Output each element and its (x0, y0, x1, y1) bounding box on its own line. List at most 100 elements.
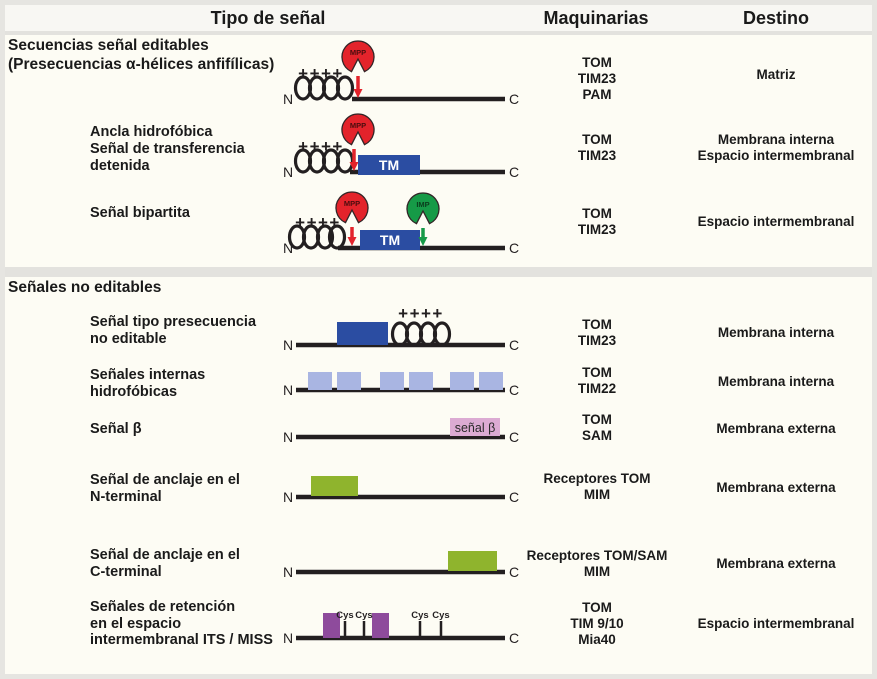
imp-peptidase-icon: IMP (406, 192, 440, 225)
destination-line: Membrana externa (716, 556, 836, 571)
n-terminus: N (283, 240, 293, 256)
n-terminus: N (283, 630, 293, 646)
machinery-row9: TOM TIM 9/10 Mia40 (497, 600, 697, 648)
cleavage-arrow-green (418, 228, 428, 246)
label-line: Señal de transferencia (90, 141, 245, 157)
label-line: Ancla hidrofóbica (90, 124, 213, 140)
destination-row7: Membrana externa (666, 480, 877, 496)
machinery-line: MIM (583, 487, 611, 502)
machinery-row1: TOM TIM23 PAM (497, 55, 697, 103)
machinery-line: TOM (582, 55, 612, 70)
machinery-line: MIM (583, 564, 611, 579)
destination-line: Membrana interna (717, 374, 835, 389)
mpp-label: MPP (350, 48, 366, 57)
destination-row1: Matriz (666, 67, 877, 83)
machinery-line: TOM (582, 317, 612, 332)
diagram-presequence: ++++ MPP N C (283, 40, 519, 107)
tm-segment-box (358, 155, 420, 175)
machinery-line: TIM23 (577, 333, 617, 348)
destination-row5: Membrana interna (666, 374, 877, 390)
destination-line: Espacio intermembranal (697, 214, 855, 229)
column-header-maquinarias: Maquinarias (543, 8, 649, 28)
header-band (5, 5, 872, 35)
destination-line: Espacio intermembranal (697, 148, 855, 163)
destination-row4: Membrana interna (666, 325, 877, 341)
destination-line: Membrana externa (716, 421, 836, 436)
row-label-presequence-like: Señal tipo presecuencia no editable (90, 314, 256, 348)
machinery-line: Receptores TOM (543, 471, 651, 486)
row-label-ims-retention: Señales de retención en el espacio inter… (90, 599, 273, 649)
diagram-ims-retention: Cys Cys Cys Cys N C (283, 610, 519, 646)
label-line: C-terminal (90, 564, 162, 580)
diagram-stop-transfer: ++++ MPP TM N C (283, 113, 519, 180)
label-line: Señal bipartita (90, 205, 190, 221)
mpp-protease-icon: MPP (335, 191, 369, 224)
section-divider (5, 267, 872, 277)
label-line: intermembranal ITS / MISS (90, 632, 273, 648)
alpha-helix-coil (287, 224, 347, 250)
cleavage-arrow-red (347, 227, 357, 246)
machinery-line: TIM23 (577, 71, 617, 86)
machinery-line: SAM (582, 428, 612, 443)
c-terminus: C (509, 489, 519, 505)
machinery-line: TOM (582, 132, 612, 147)
column-header-destino: Destino (742, 8, 810, 28)
beta-signal-box (450, 418, 500, 436)
c-terminus: C (509, 630, 519, 646)
machinery-line: TOM (582, 365, 612, 380)
machinery-line: PAM (582, 87, 612, 102)
machinery-line: Receptores TOM/SAM (526, 548, 668, 563)
destination-row6: Membrana externa (666, 421, 877, 437)
imp-label: IMP (416, 200, 429, 209)
row-label-bipartite: Señal bipartita (90, 205, 190, 222)
label-line: Señales internas (90, 367, 206, 383)
machinery-line: TIM23 (577, 222, 617, 237)
machinery-row3: TOM TIM23 (497, 206, 697, 238)
section-title-editable: Secuencias señal editables (Presecuencia… (8, 36, 274, 74)
c-terminus: C (509, 337, 519, 353)
destination-row9: Espacio intermembranal (666, 616, 877, 632)
row-label-beta-signal: Señal β (90, 421, 142, 438)
diagram-noncleavable-presequence: ++++ N C (283, 304, 519, 353)
retention-segment-box (372, 613, 389, 638)
positive-charges: ++++ (398, 304, 444, 323)
machinery-line: TIM23 (577, 148, 617, 163)
label-line: Señales de retención (90, 599, 236, 615)
c-terminus: C (509, 382, 519, 398)
section-title-non-editable: Señales no editables (8, 278, 161, 297)
mpp-protease-icon: MPP (341, 40, 375, 73)
hydrophobic-segment-box (337, 322, 388, 345)
beta-signal-label: señal β (455, 421, 496, 435)
machinery-row8: Receptores TOM/SAM MIM (497, 548, 697, 580)
diagram-bipartite: ++++ MPP TM IMP N C (283, 191, 519, 256)
machinery-row2: TOM TIM23 (497, 132, 697, 164)
n-terminus: N (283, 382, 293, 398)
machinery-line: Mia40 (578, 632, 616, 647)
c-terminus: C (509, 91, 519, 107)
row-label-c-anchor: Señal de anclaje en el C-terminal (90, 547, 240, 581)
alpha-helix-coil (390, 321, 452, 347)
cleavage-arrow-red (349, 149, 359, 171)
destination-row2: Membrana interna Espacio intermembranal (666, 132, 877, 164)
machinery-line: TOM (582, 600, 612, 615)
destination-line: Membrana externa (716, 480, 836, 495)
machinery-row4: TOM TIM23 (497, 317, 697, 349)
diagram-n-terminal-anchor: N C (283, 476, 519, 505)
cleavage-arrow-red (353, 76, 363, 98)
positive-charges: ++++ (295, 213, 341, 232)
hydrophobic-segments (308, 372, 503, 390)
label-line: no editable (90, 331, 167, 347)
destination-row8: Membrana externa (666, 556, 877, 572)
n-terminus: N (283, 429, 293, 445)
n-terminus: N (283, 91, 293, 107)
anchor-segment-box (448, 551, 497, 571)
mpp-label: MPP (344, 199, 360, 208)
destination-line: Membrana interna (717, 132, 835, 147)
tm-label: TM (379, 157, 399, 173)
row-label-n-anchor: Señal de anclaje en el N-terminal (90, 472, 240, 506)
n-terminus: N (283, 164, 293, 180)
mpp-label: MPP (350, 121, 366, 130)
destination-line: Matriz (756, 67, 796, 82)
row-label-anchor-hydrophobic: Ancla hidrofóbica Señal de transferencia… (90, 124, 245, 175)
row-label-internal-hydrophobic: Señales internas hidrofóbicas (90, 367, 205, 401)
